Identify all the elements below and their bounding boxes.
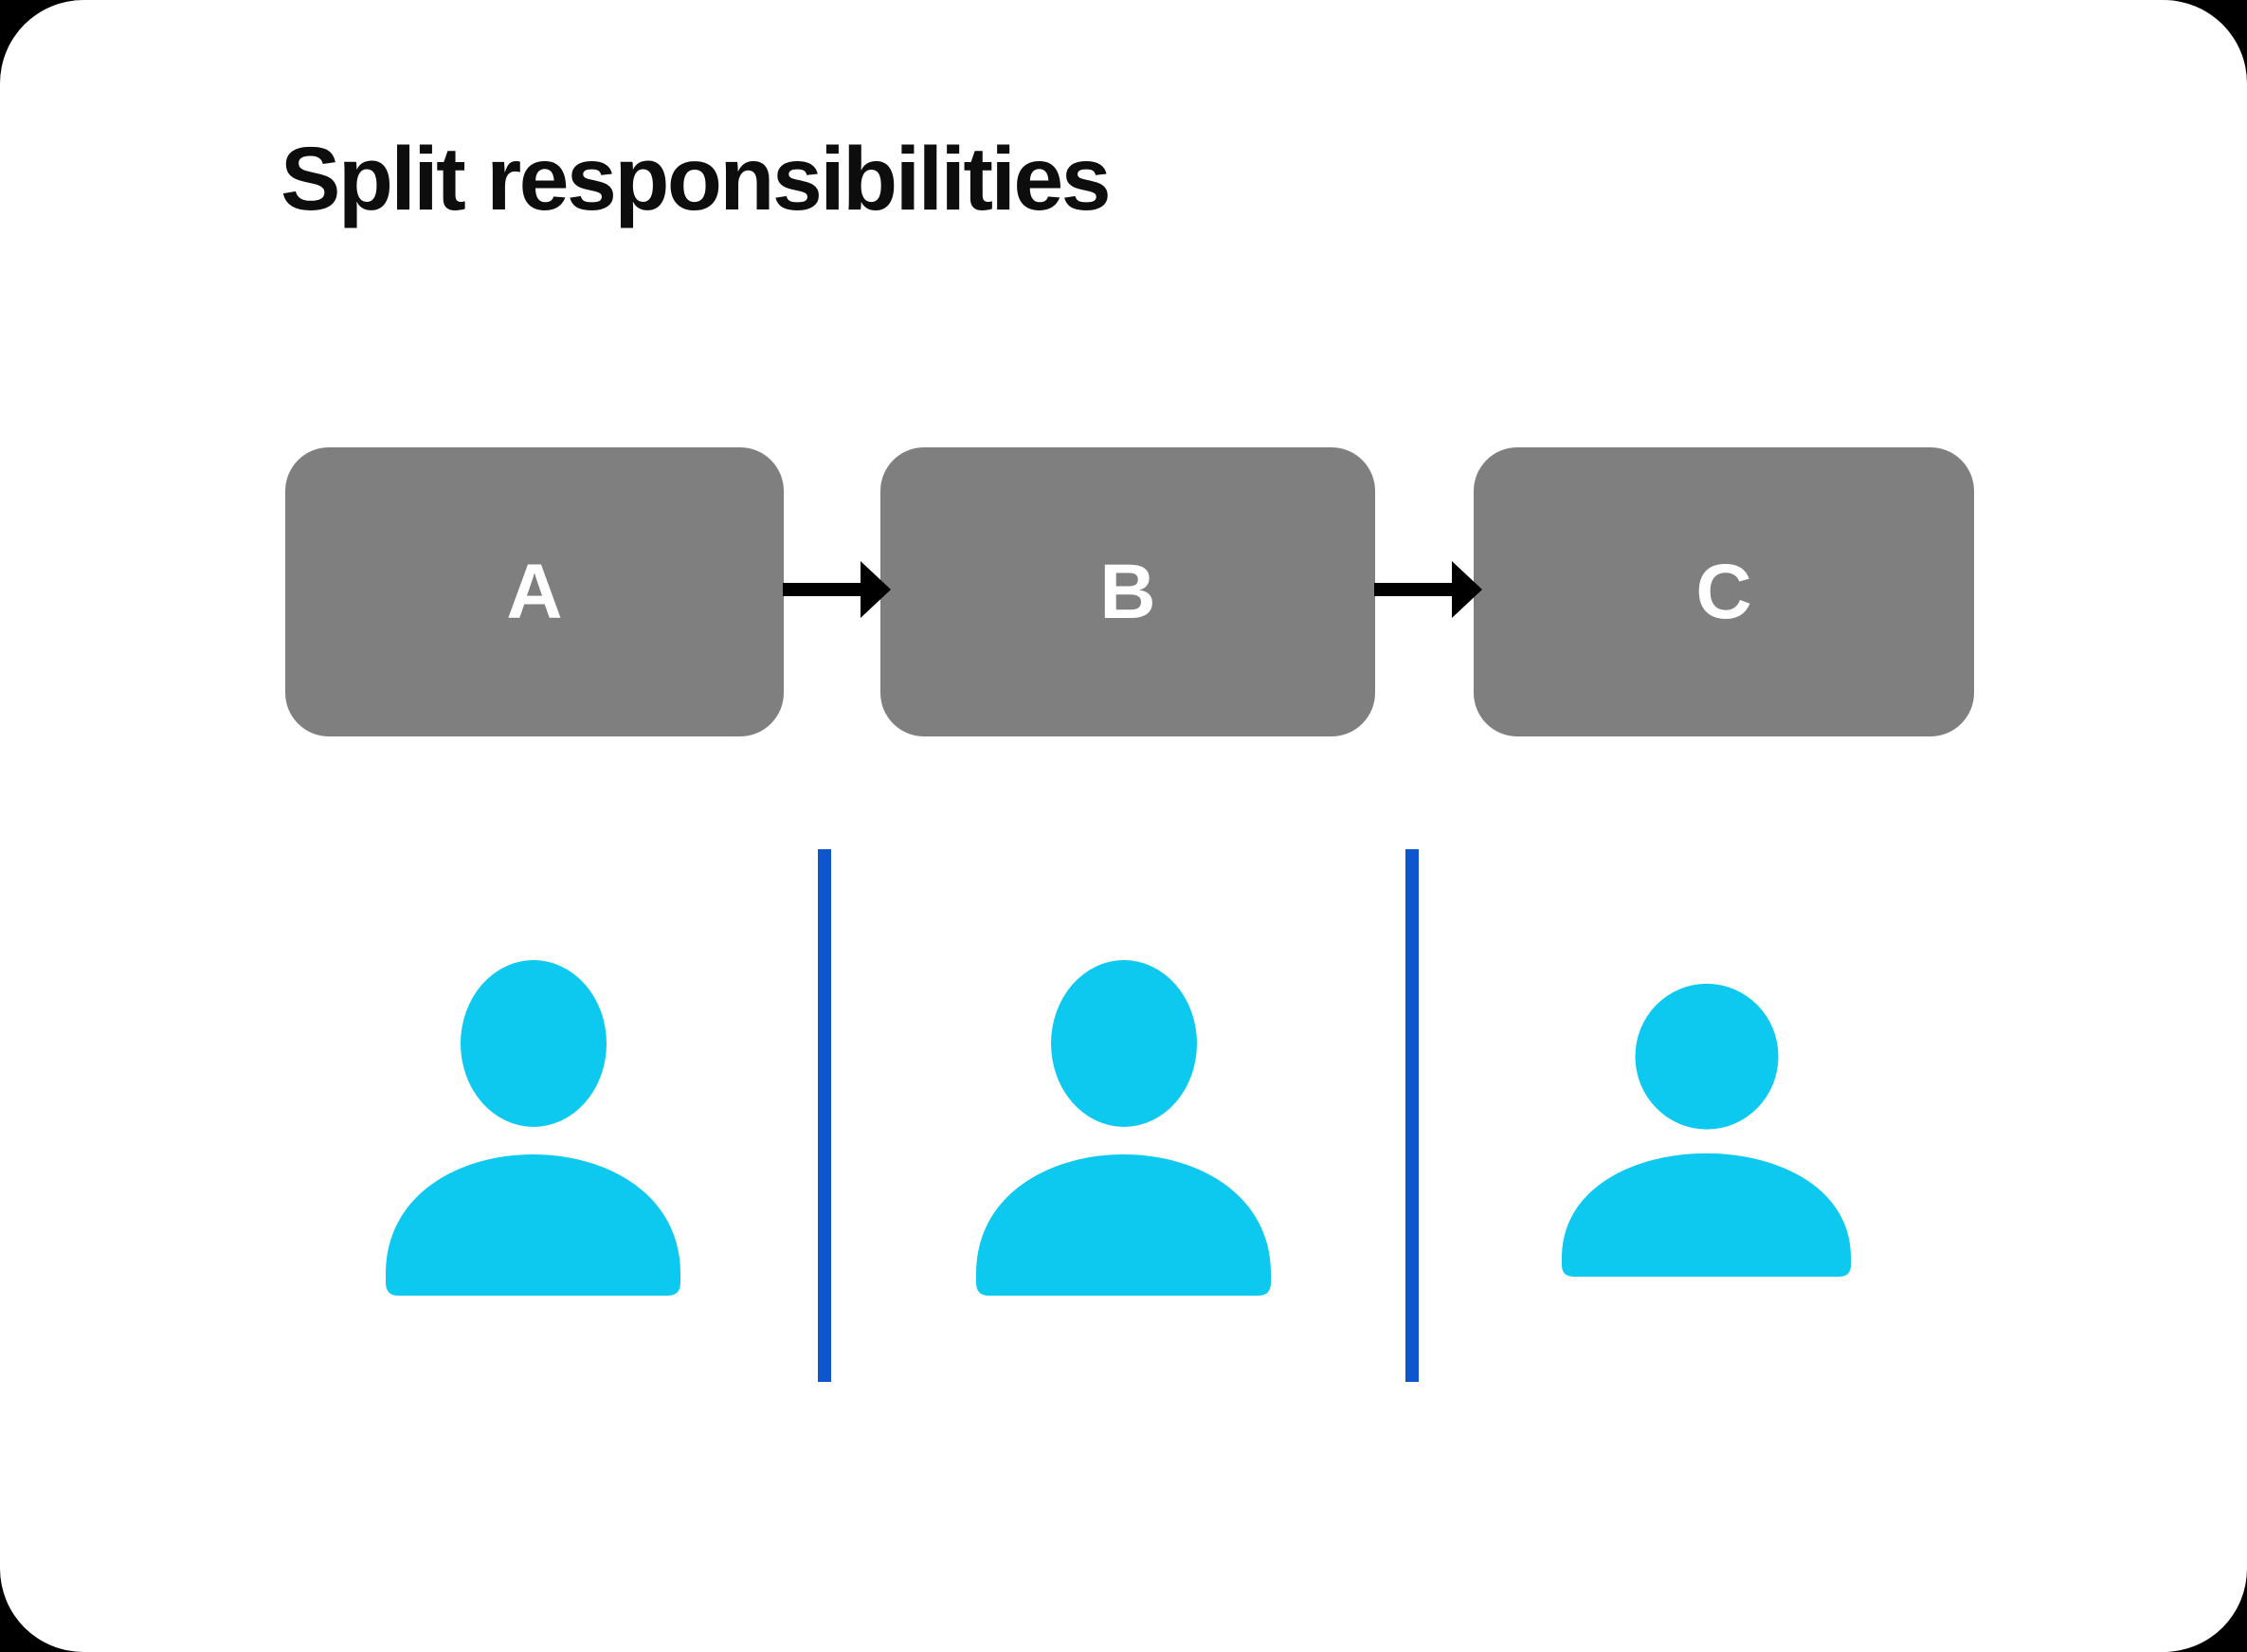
flow-step-c-label: C [1695, 548, 1752, 635]
flow-step-c: C [1474, 447, 1974, 736]
arrow-right-icon [783, 561, 891, 618]
divider-line [818, 849, 831, 1382]
flow-step-a-label: A [506, 548, 563, 635]
divider-line [1405, 849, 1419, 1382]
page-title: Split responsibilities [281, 129, 1112, 229]
person-icon [386, 960, 680, 1296]
arrow-right-icon [1374, 561, 1482, 618]
flow-step-b-label: B [1099, 548, 1156, 635]
person-icon [976, 960, 1271, 1296]
flow-step-b: B [880, 447, 1375, 736]
person-icon [1562, 983, 1851, 1277]
flow-step-a: A [285, 447, 784, 736]
